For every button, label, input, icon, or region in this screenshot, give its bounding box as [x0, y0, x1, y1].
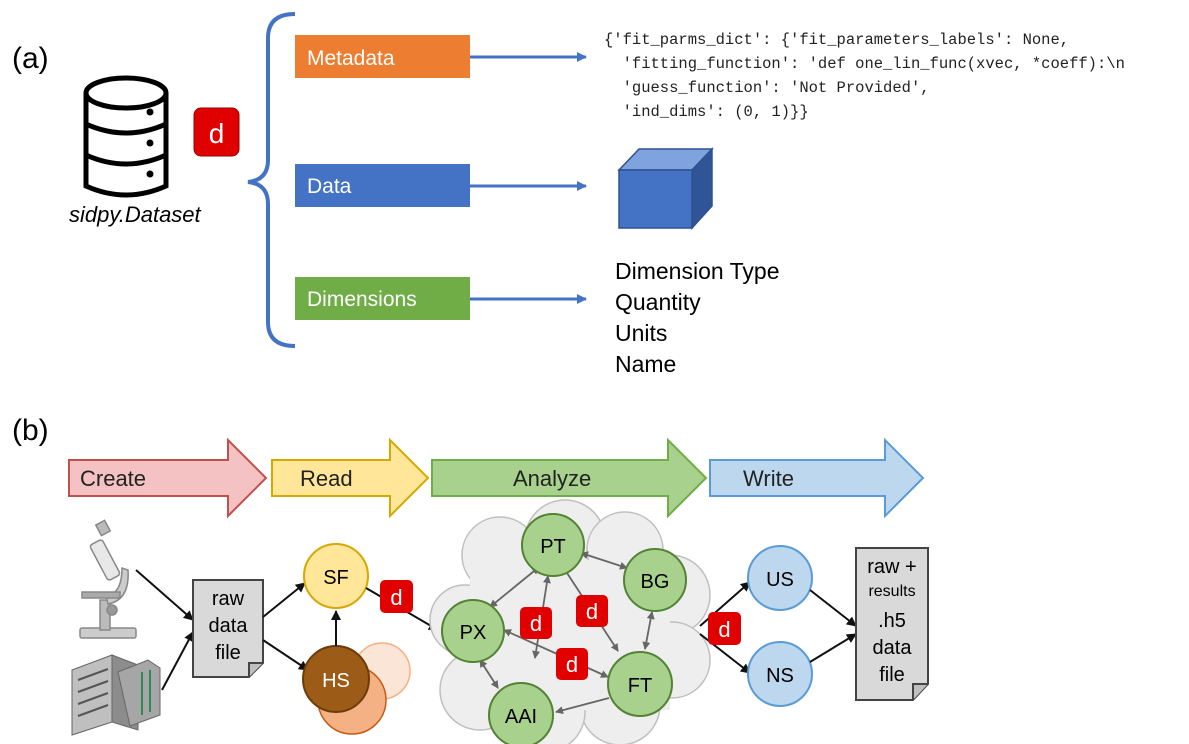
node-ns-label: NS — [766, 665, 794, 687]
data-box: Data — [295, 164, 470, 207]
code-line: 'guess_function': 'Not Provided', — [604, 79, 930, 97]
result-file-line: file — [879, 664, 905, 686]
node-pt-label: PT — [540, 536, 566, 558]
read-badge-letter: d — [390, 585, 402, 610]
analysis-badge: d — [556, 648, 588, 680]
analysis-badge: d — [520, 607, 552, 639]
metadata-label: Metadata — [307, 47, 395, 70]
metadata-box: Metadata — [295, 35, 470, 78]
dataset-caption: sidpy.Dataset — [69, 202, 202, 227]
server-rack-icon — [71, 654, 161, 736]
node-bg-label: BG — [641, 571, 670, 593]
code-line: {'fit_parms_dict': {'fit_parameters_labe… — [604, 31, 1069, 49]
panel-a-label: (a) — [12, 42, 49, 75]
dimensions-label: Dimensions — [307, 288, 417, 311]
analysis-badge-letter: d — [586, 599, 598, 624]
panel-b-label: (b) — [12, 414, 49, 447]
write-badge: d — [708, 612, 741, 645]
node-px-label: PX — [460, 622, 487, 644]
stage-create-label: Create — [80, 466, 146, 491]
analysis-badge-letter: d — [566, 652, 578, 677]
result-file-line: results — [868, 583, 915, 600]
node-pt: PT — [521, 513, 585, 577]
dataset-badge: d — [193, 107, 240, 157]
node-px: PX — [441, 599, 505, 663]
result-file-icon: raw + results .h5 data file — [855, 547, 929, 701]
dataset-badge-letter: d — [209, 118, 225, 149]
result-file-line: data — [873, 637, 913, 659]
node-us: US — [747, 545, 813, 611]
node-ns: NS — [747, 641, 813, 707]
data-cube-icon — [617, 147, 714, 230]
node-ft: FT — [607, 651, 673, 717]
metadata-code: {'fit_parms_dict': {'fit_parameters_labe… — [604, 31, 1125, 121]
dimension-properties: Dimension Type Quantity Units Name — [615, 258, 780, 377]
us-to-result-arrow — [809, 589, 857, 627]
raw-file-line: raw — [212, 588, 245, 610]
stage-write-label: Write — [743, 466, 794, 491]
node-us-label: US — [766, 569, 794, 591]
microscope-to-raw-arrow — [135, 569, 194, 621]
dimension-prop: Dimension Type — [615, 258, 780, 284]
node-ft-label: FT — [628, 675, 652, 697]
stage-create: Create — [68, 437, 268, 519]
microscope-icon — [79, 519, 137, 639]
analysis-badge-letter: d — [530, 611, 542, 636]
result-file-line: .h5 — [878, 610, 906, 632]
read-badge: d — [380, 580, 413, 613]
node-bg: BG — [623, 548, 687, 612]
node-hs-label: HS — [322, 670, 350, 692]
raw-file-line: data — [209, 615, 249, 637]
dimension-prop: Name — [615, 351, 676, 377]
ns-to-result-arrow — [809, 633, 857, 663]
data-label: Data — [307, 175, 352, 198]
write-badge-letter: d — [718, 617, 730, 642]
curly-brace — [247, 12, 296, 348]
stage-analyze-label: Analyze — [513, 466, 591, 491]
node-aai: AAI — [488, 682, 554, 744]
result-file-line: raw + — [867, 556, 916, 578]
raw-to-hs-arrow — [262, 639, 309, 671]
stage-read-label: Read — [300, 466, 353, 491]
dimensions-box: Dimensions — [295, 277, 470, 320]
raw-file-line: file — [215, 642, 241, 664]
dimension-prop: Quantity — [615, 289, 701, 315]
node-hs: HS — [302, 645, 370, 713]
dimension-prop: Units — [615, 320, 667, 346]
stage-analyze: Analyze — [431, 437, 708, 519]
raw-to-sf-arrow — [262, 582, 306, 618]
code-line: 'ind_dims': (0, 1)}} — [604, 103, 809, 121]
node-sf: SF — [303, 543, 369, 609]
node-aai-label: AAI — [505, 706, 537, 728]
stage-write: Write — [709, 437, 925, 519]
analysis-badge: d — [576, 595, 608, 627]
database-icon — [83, 75, 169, 198]
node-sf-label: SF — [323, 567, 349, 589]
raw-data-file-icon: raw data file — [192, 579, 264, 678]
stage-read: Read — [271, 437, 430, 519]
server-to-raw-arrow — [161, 631, 194, 691]
code-line: 'fitting_function': 'def one_lin_func(xv… — [604, 55, 1125, 73]
